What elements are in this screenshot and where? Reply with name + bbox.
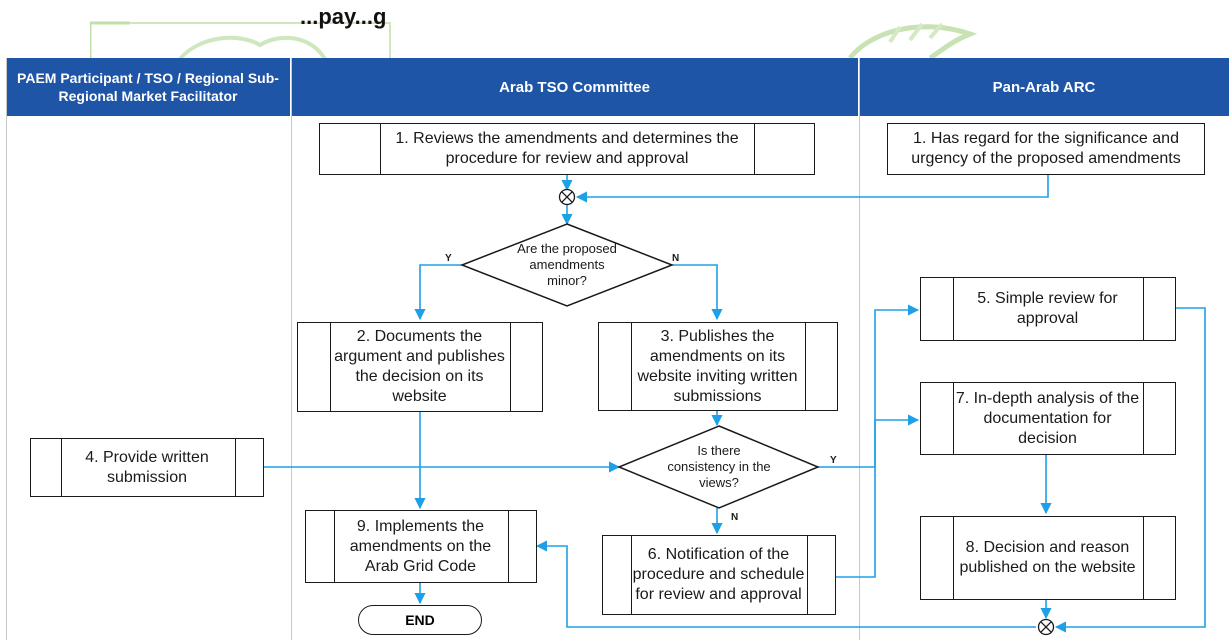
lane-header-arc: Pan-Arab ARC — [859, 58, 1229, 116]
decision-consistency-label: Is there consistency in the views? — [667, 443, 771, 490]
decision-minor-text: Are the proposed amendments minor? — [517, 228, 617, 302]
step-arc8-text: 8. Decision and reason published on the … — [959, 539, 1136, 576]
connector-tso6-arc7 — [836, 414, 920, 578]
step-tso1-text: 1. Reviews the amendments and determines… — [395, 130, 739, 167]
merge-junction-bottom — [1037, 618, 1055, 636]
lane-header-participant-title: PAEM Participant / TSO / Regional Sub-Re… — [17, 70, 279, 104]
decision-consistency-text: Is there consistency in the views? — [664, 436, 774, 498]
decision-minor-label: Are the proposed amendments minor? — [517, 241, 617, 288]
connector-decision-yes — [414, 264, 462, 321]
step-tso9-text: 9. Implements the amendments on the Arab… — [349, 517, 492, 575]
page-title-fragment-text: ...pay...g — [300, 4, 387, 29]
step-tso2-text: 2. Documents the argument and publishes … — [334, 328, 505, 405]
step-arc8: 8. Decision and reason published on the … — [920, 516, 1176, 600]
step-part4: 4. Provide written submission — [30, 438, 264, 497]
decision-minor-shape — [459, 223, 675, 307]
end-terminal-text: END — [405, 612, 435, 628]
step-tso1: 1. Reviews the amendments and determines… — [319, 123, 815, 175]
connector-merge-tso9 — [535, 540, 1036, 628]
step-arc1-text: 1. Has regard for the significance and u… — [911, 130, 1181, 167]
step-arc7: 7. In-depth analysis of the documentatio… — [920, 382, 1176, 455]
label-no-1: N — [672, 253, 680, 264]
step-part4-text: 4. Provide written submission — [85, 448, 209, 486]
lane-separator-1 — [291, 58, 292, 640]
watermark-logo-left — [90, 21, 391, 60]
decision-consistency-shape — [617, 425, 820, 509]
lane-header-tso: Arab TSO Committee — [291, 58, 859, 116]
connector-decision-no — [672, 264, 723, 321]
step-arc5: 5. Simple review for approval — [920, 277, 1176, 341]
merge-junction-top — [558, 188, 576, 206]
step-arc7-text: 7. In-depth analysis of the documentatio… — [955, 389, 1140, 447]
step-tso2: 2. Documents the argument and publishes … — [297, 322, 543, 412]
step-tso9: 9. Implements the amendments on the Arab… — [305, 510, 537, 583]
step-tso3: 3. Publishes the amendments on its websi… — [598, 322, 838, 411]
connector-arc5-merge — [1054, 307, 1206, 633]
watermark-logo-right — [848, 22, 978, 58]
page-title-fragment: ...pay...g — [300, 0, 386, 30]
step-tso6: 6. Notification of the procedure and sch… — [602, 535, 836, 615]
step-tso6-text: 6. Notification of the procedure and sch… — [632, 546, 805, 603]
step-arc1: 1. Has regard for the significance and u… — [887, 123, 1205, 175]
label-yes-2: Y — [830, 455, 837, 466]
connector-arc1-merge — [575, 175, 1049, 203]
label-no-2: N — [731, 512, 739, 523]
lane-header-tso-title: Arab TSO Committee — [499, 78, 650, 96]
step-arc5-text: 5. Simple review for approval — [977, 290, 1118, 327]
connector-decision2-yes — [818, 304, 920, 468]
label-yes-1: Y — [445, 253, 452, 264]
lane-separator-2 — [859, 58, 860, 640]
lane-header-participant: PAEM Participant / TSO / Regional Sub-Re… — [6, 58, 291, 116]
step-tso3-text: 3. Publishes the amendments on its websi… — [637, 327, 798, 405]
end-terminal: END — [358, 605, 482, 635]
lane-separator-left — [6, 58, 7, 640]
lane-header-arc-title: Pan-Arab ARC — [992, 78, 1096, 96]
